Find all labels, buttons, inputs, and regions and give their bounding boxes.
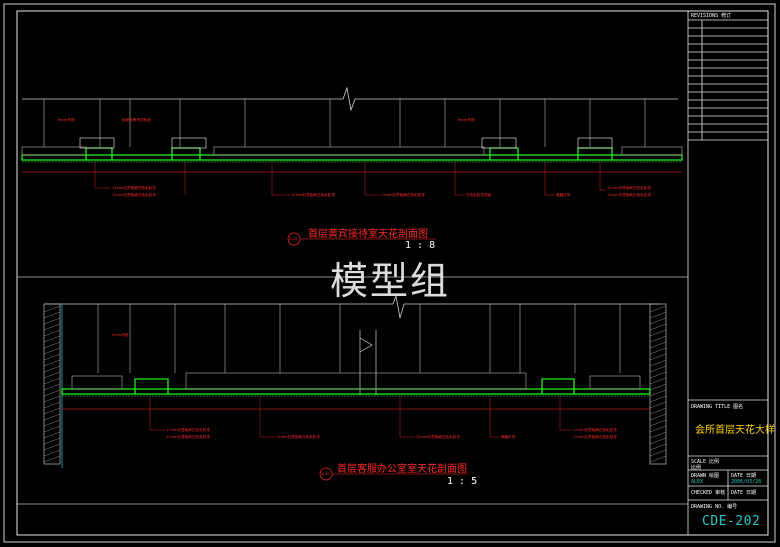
wall-hatch-line [649, 443, 667, 451]
wall-hatch-line [649, 401, 667, 409]
wall-hatch-line [649, 383, 667, 391]
top-anno-b7: 12mm石膏板刷白色乳胶漆 [607, 186, 651, 190]
date-label: DATE 日期 [731, 473, 757, 479]
wall-hatch-line [649, 413, 667, 421]
top-section-title: 首层黄宾接待室天花剖面图 [308, 229, 428, 240]
title-block [687, 11, 768, 535]
wall-hatch-line [649, 359, 667, 367]
wall-hatch-line [43, 443, 61, 451]
scale-value: 比例 [691, 465, 702, 471]
drawn-value: ALEX [691, 479, 704, 485]
wall-hatch-line [649, 335, 667, 343]
wall-hatch-line [649, 425, 667, 433]
bottom-section [43, 294, 667, 481]
wall-hatch-line [649, 341, 667, 349]
wall-hatch-line [43, 431, 61, 439]
top-anno-a1: 9mm吊筋 [58, 118, 75, 122]
bottom-anno-b6: 12mm石膏板刷白色乳胶漆 [573, 428, 617, 432]
top-anno-b5: 白色乳胶漆饰面 [466, 193, 492, 197]
wall-hatch-line [43, 377, 61, 385]
wall-hatch-line [649, 305, 667, 313]
top-anno-a2: 轻钢龙骨吊顶系统 [122, 118, 151, 122]
bottom-anno-b5: 暗藏灯带 [501, 435, 516, 439]
top-anno-b2: 12mm石膏板刷白色乳胶漆 [112, 193, 156, 197]
bottom-anno-b3: 12mm石膏板刷白色乳胶漆 [276, 435, 320, 439]
bottom-section-ref: D-30 [321, 472, 330, 476]
wall-hatch-line [649, 407, 667, 415]
wall-hatch-line [43, 323, 61, 331]
wall-hatch-line [649, 395, 667, 403]
bottom-section-scale: 1 : 5 [447, 476, 478, 487]
top-section-ref: D-20 [289, 237, 298, 241]
date2-label: DATE 日期 [731, 490, 757, 496]
top-section-scale: 1 : 8 [405, 240, 436, 251]
wall-hatch-line [43, 389, 61, 397]
wall-hatch-line [649, 371, 667, 379]
drawing-number: CDE-202 [702, 514, 761, 529]
revisions-label: REVISIONS 修订 [691, 13, 732, 19]
wall-hatch-line [43, 305, 61, 313]
bottom-anno-a1: 9mm吊筋 [112, 333, 129, 337]
wall-hatch-line [43, 371, 61, 379]
wall-hatch-line [649, 431, 667, 439]
wall-hatch-line [43, 311, 61, 319]
checked-label: CHECKED 审核 [691, 490, 726, 496]
wall-hatch-line [649, 317, 667, 325]
wall-hatch-line [649, 449, 667, 457]
bottom-anno-b2: 12mm石膏板刷白色乳胶漆 [166, 435, 210, 439]
wall-hatch-line [43, 455, 61, 463]
drawing-title: 会所首层天花大样 [695, 425, 775, 436]
wall-hatch-line [43, 317, 61, 325]
wall-hatch-line [649, 329, 667, 337]
wall-hatch-line [649, 311, 667, 319]
wall-hatch-line [649, 323, 667, 331]
inner-frame [16, 10, 769, 536]
wall-hatch-line [43, 449, 61, 457]
bottom-anno-b4: 12mm石膏板刷白色乳胶漆 [416, 435, 460, 439]
wall-hatch-line [649, 419, 667, 427]
wall-hatch-line [43, 353, 61, 361]
bottom-anno-b1: 12mm石膏板刷白色乳胶漆 [166, 428, 210, 432]
wall-hatch-line [649, 377, 667, 385]
wall-hatch-line [43, 341, 61, 349]
top-anno-a3: 9mm吊筋 [458, 118, 475, 122]
wall-hatch-line [43, 425, 61, 433]
wall-hatch-line [43, 413, 61, 421]
wall-hatch-line [43, 383, 61, 391]
top-anno-b6: 暗藏灯带 [556, 193, 571, 197]
wall-hatch-line [43, 359, 61, 367]
date-value: 2006/03/28 [731, 479, 762, 485]
wall-hatch-line [43, 407, 61, 415]
top-anno-b4: 12mm石膏板刷白色乳胶漆 [381, 193, 425, 197]
wall-hatch-line [43, 335, 61, 343]
top-anno-b3: 12mm石膏板刷白色乳胶漆 [291, 193, 335, 197]
wall-hatch-line [649, 347, 667, 355]
wall-hatch-line [649, 455, 667, 463]
drawing-title-label: DRAWING TITLE 图名 [691, 404, 744, 410]
bottom-anno-b7: 12mm石膏板刷白色乳胶漆 [573, 435, 617, 439]
wall-hatch-line [43, 347, 61, 355]
scale-label: SCALE 比例 [691, 459, 720, 465]
top-anno-b8: 12mm石膏板刷白色乳胶漆 [607, 193, 651, 197]
wall-hatch-line [43, 437, 61, 445]
wall-hatch-line [43, 401, 61, 409]
wall-hatch-line [43, 329, 61, 337]
wall-hatch-line [649, 365, 667, 373]
wall-hatch-line [649, 353, 667, 361]
top-section [21, 86, 683, 246]
wall-hatch-line [649, 437, 667, 445]
wall-hatch-line [43, 365, 61, 373]
wall-hatch-line [649, 389, 667, 397]
top-anno-b1: 12mm石膏板刷白色乳胶漆 [112, 186, 156, 190]
wall-hatch-line [43, 395, 61, 403]
watermark: 模型组 [330, 259, 451, 303]
bottom-section-title: 首层客服办公室室天花剖面图 [337, 464, 467, 475]
drawing-no-label: DRAWING NO. 编号 [691, 504, 738, 510]
drawn-label: DRAWN 绘图 [691, 473, 720, 479]
wall-hatch-line [43, 419, 61, 427]
outer-frame [3, 3, 776, 543]
